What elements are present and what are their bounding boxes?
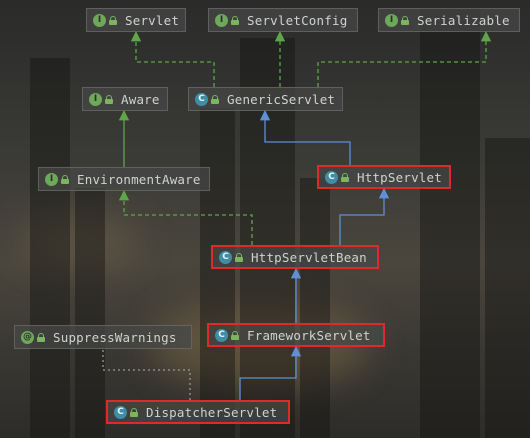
node-label: HttpServletBean [251, 249, 367, 265]
node-label: Servlet [125, 12, 180, 28]
building-silhouette [200, 108, 235, 438]
building-silhouette [485, 138, 530, 438]
public-lock-icon [61, 174, 69, 184]
interface-icon: I [45, 172, 58, 186]
abstract-class-icon: C [195, 92, 208, 106]
city-glow [20, 210, 140, 270]
abstract-class-icon: C [325, 170, 338, 184]
node-frameworkservlet[interactable]: C FrameworkServlet [207, 323, 385, 347]
node-servletconfig[interactable]: I ServletConfig [208, 8, 358, 32]
public-lock-icon [211, 94, 219, 104]
edge-dispatcherservlet-to-frameworkservlet [239, 345, 302, 400]
public-lock-icon [235, 252, 243, 262]
building-silhouette [420, 8, 480, 438]
node-httpservletbean[interactable]: C HttpServletBean [211, 245, 379, 269]
node-servlet[interactable]: I Servlet [86, 8, 186, 32]
node-dispatcherservlet[interactable]: C DispatcherServlet [106, 400, 290, 424]
interface-icon: I [215, 13, 228, 27]
public-lock-icon [105, 94, 113, 104]
public-lock-icon [130, 407, 138, 417]
node-label: GenericServlet [227, 91, 336, 107]
node-label: SuppressWarnings [53, 329, 177, 345]
node-label: ServletConfig [247, 12, 348, 28]
node-suppresswarnings[interactable]: @ SuppressWarnings [14, 325, 192, 349]
node-label: Aware [121, 91, 160, 107]
node-genericservlet[interactable]: C GenericServlet [188, 87, 343, 111]
edge-httpservletbean-to-environmentaware [118, 189, 253, 245]
public-lock-icon [37, 332, 45, 342]
annotation-icon: @ [21, 330, 34, 344]
building-silhouette [75, 188, 105, 438]
node-label: DispatcherServlet [146, 404, 278, 420]
node-label: EnvironmentAware [77, 171, 201, 187]
interface-icon: I [385, 13, 398, 27]
public-lock-icon [231, 15, 239, 25]
edge-genericservlet-to-servlet [130, 30, 215, 87]
public-lock-icon [341, 172, 349, 182]
node-label: HttpServlet [357, 169, 442, 185]
node-label: FrameworkServlet [247, 327, 371, 343]
public-lock-icon [109, 15, 117, 25]
class-icon: C [114, 405, 127, 419]
edge-dispatcherservlet-to-suppresswarnings [102, 349, 191, 400]
edge-genericservlet-to-serializable [317, 30, 492, 87]
node-httpservlet[interactable]: C HttpServlet [317, 165, 451, 189]
abstract-class-icon: C [219, 250, 232, 264]
interface-icon: I [89, 92, 102, 106]
node-environmentaware[interactable]: I EnvironmentAware [38, 167, 210, 191]
interface-icon: I [93, 13, 106, 27]
public-lock-icon [401, 15, 409, 25]
abstract-class-icon: C [215, 328, 228, 342]
node-serializable[interactable]: I Serializable [378, 8, 520, 32]
node-aware[interactable]: I Aware [82, 87, 168, 111]
edge-httpservletbean-to-httpservlet [339, 187, 390, 245]
edge-httpservlet-to-genericservlet [259, 109, 351, 165]
public-lock-icon [231, 330, 239, 340]
node-label: Serializable [417, 12, 510, 28]
building-silhouette [30, 58, 70, 438]
building-silhouette [300, 178, 330, 438]
